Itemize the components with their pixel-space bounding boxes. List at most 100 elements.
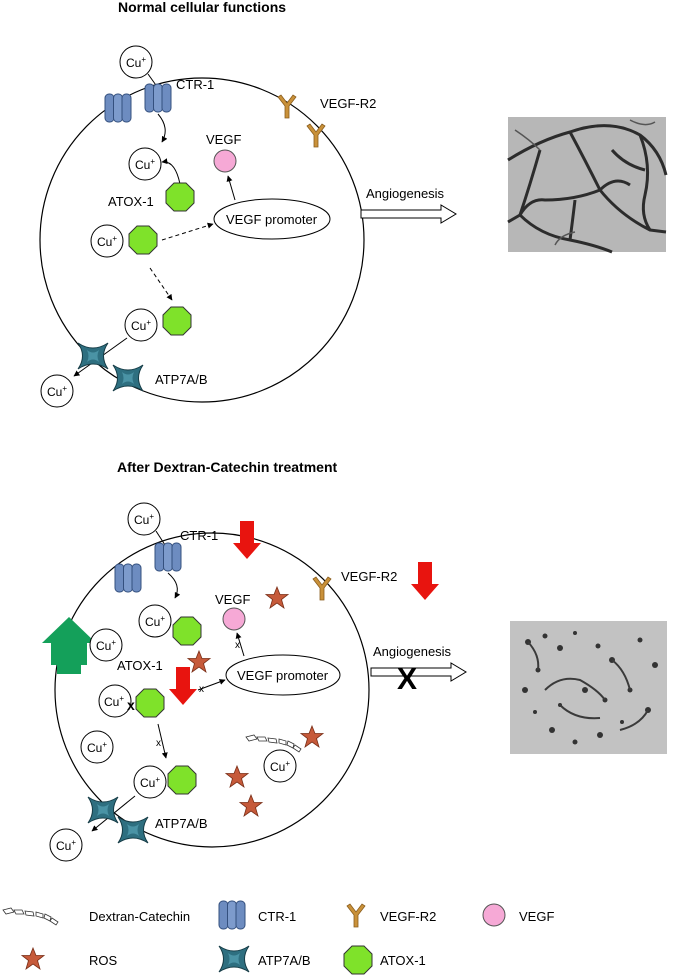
vegf-label: VEGF: [215, 592, 250, 607]
legend-ros-icon: [21, 947, 45, 970]
legend-dextran-catechin-icon: [2, 907, 59, 926]
binding-blocked-mark: x: [127, 697, 135, 713]
atox1-chaperone-icon: [167, 765, 197, 795]
atp7ab-transporter-icon: [112, 364, 144, 392]
svg-text:Cu+: Cu+: [96, 638, 116, 653]
micrograph-disrupted-network: [510, 621, 667, 754]
legend: Dextran-Catechin CTR-1 VEGF-R2 VEGF ROS …: [2, 900, 554, 975]
atox1-chaperone-icon: [162, 306, 192, 336]
vegf-r2-receptor-icon: [312, 576, 332, 601]
ctr1-transporter-icon: [114, 563, 142, 593]
svg-text:Cu+: Cu+: [97, 234, 117, 249]
svg-text:Cu+: Cu+: [134, 512, 154, 527]
svg-text:Cu+: Cu+: [140, 775, 160, 790]
ros-star-icon: [265, 586, 289, 609]
svg-text:Cu+: Cu+: [145, 614, 165, 629]
panel-normal-title: Normal cellular functions: [118, 0, 286, 15]
vegf-molecule-icon: [213, 149, 237, 173]
vegf-r2-label: VEGF-R2: [341, 569, 397, 584]
atp7ab-transporter-icon: [117, 816, 149, 844]
atox1-label: ATOX-1: [108, 194, 154, 209]
dextran-catechin-chain-icon: [245, 734, 302, 753]
svg-text:x: x: [199, 684, 204, 695]
angiogenesis-arrow-icon: [360, 204, 457, 224]
angiogenesis-label: Angiogenesis: [366, 186, 445, 201]
vegf-r2-receptor-icon: [306, 123, 326, 148]
ctr1-label: CTR-1: [176, 77, 214, 92]
angiogenesis-arrow-icon: [370, 662, 467, 682]
atox1-chaperone-icon: [128, 225, 158, 255]
cu-increase-arrow-icon: [42, 617, 96, 674]
atox1-chaperone-icon: [172, 616, 202, 646]
panel-treated-title: After Dextran-Catechin treatment: [117, 459, 337, 475]
legend-atox1-label: ATOX-1: [380, 953, 426, 968]
legend-atp7ab-icon: [218, 945, 250, 973]
svg-text:Cu+: Cu+: [87, 740, 107, 755]
micrograph-tube-network: [507, 117, 668, 254]
cu-ion-exported: Cu+: [49, 828, 83, 862]
cu-ion: Cu+: [90, 224, 124, 258]
panel-normal: Normal cellular functions Cu+ CTR-1 VEGF…: [39, 0, 668, 408]
vegf-r2-label: VEGF-R2: [320, 96, 376, 111]
cu-ion: Cu+: [138, 604, 172, 638]
vegf-promoter-label: VEGF promoter: [237, 668, 329, 683]
panel-treated: After Dextran-Catechin treatment Cu+ CTR…: [42, 459, 667, 862]
ros-star-icon: [300, 725, 324, 748]
ctr1-transporter-icon: [154, 542, 182, 572]
svg-text:x: x: [156, 738, 161, 749]
cu-ion-extracellular: Cu+: [119, 45, 153, 79]
legend-vegf-label: VEGF: [519, 909, 554, 924]
atox1-chaperone-icon: [135, 688, 165, 718]
vegf-promoter: [225, 654, 341, 696]
cu-ion: Cu+: [133, 765, 167, 799]
cu-ion-extracellular: Cu+: [127, 502, 161, 536]
legend-ctr1-icon: [218, 900, 246, 930]
vegf-promoter: [213, 198, 331, 240]
vegf-molecule-icon: [222, 607, 246, 631]
legend-ctr1-label: CTR-1: [258, 909, 296, 924]
svg-text:Cu+: Cu+: [56, 838, 76, 853]
legend-ros-label: ROS: [89, 953, 118, 968]
legend-vegf-r2-label: VEGF-R2: [380, 909, 436, 924]
atp7ab-transporter-icon: [77, 342, 109, 370]
cu-ion: Cu+: [98, 684, 132, 718]
atox1-decrease-arrow-icon: [169, 667, 197, 705]
svg-text:Cu+: Cu+: [126, 55, 146, 70]
vegf-label: VEGF: [206, 132, 241, 147]
legend-vegf-icon: [482, 903, 506, 927]
atox1-label: ATOX-1: [117, 658, 163, 673]
svg-text:Cu+: Cu+: [135, 157, 155, 172]
svg-text:Cu+: Cu+: [47, 384, 67, 399]
cu-ion-chelated: Cu+: [263, 749, 297, 783]
atp7ab-transporter-icon: [87, 796, 119, 824]
cell-membrane: [54, 532, 370, 848]
ros-star-icon: [225, 765, 249, 788]
legend-vegf-r2-icon: [346, 903, 366, 928]
svg-text:Cu+: Cu+: [270, 759, 290, 774]
cu-ion: Cu+: [124, 308, 158, 342]
ros-star-icon: [187, 650, 211, 673]
svg-text:x: x: [235, 640, 240, 651]
angiogenesis-label: Angiogenesis: [373, 644, 452, 659]
ctr1-transporter-icon: [144, 83, 172, 113]
legend-atp7ab-label: ATP7A/B: [258, 953, 311, 968]
angiogenesis-blocked-mark: X: [397, 663, 417, 696]
ctr1-transporter-icon: [104, 93, 132, 123]
ros-star-icon: [239, 794, 263, 817]
cu-ion: Cu+: [89, 628, 123, 662]
legend-dextran-catechin-label: Dextran-Catechin: [89, 909, 190, 924]
atp7ab-label: ATP7A/B: [155, 372, 208, 387]
ctr1-label: CTR-1: [180, 528, 218, 543]
cu-ion: Cu+: [80, 730, 114, 764]
cell-membrane: [39, 77, 365, 403]
atp7ab-label: ATP7A/B: [155, 816, 208, 831]
svg-text:Cu+: Cu+: [131, 318, 151, 333]
legend-atox1-icon: [343, 945, 373, 975]
vegf-promoter-label: VEGF promoter: [226, 212, 318, 227]
cu-ion: Cu+: [128, 147, 162, 181]
atox1-chaperone-icon: [165, 182, 195, 212]
cu-ion-exported: Cu+: [40, 374, 74, 408]
svg-text:Cu+: Cu+: [104, 694, 124, 709]
vegf-r2-decrease-arrow-icon: [411, 562, 439, 600]
